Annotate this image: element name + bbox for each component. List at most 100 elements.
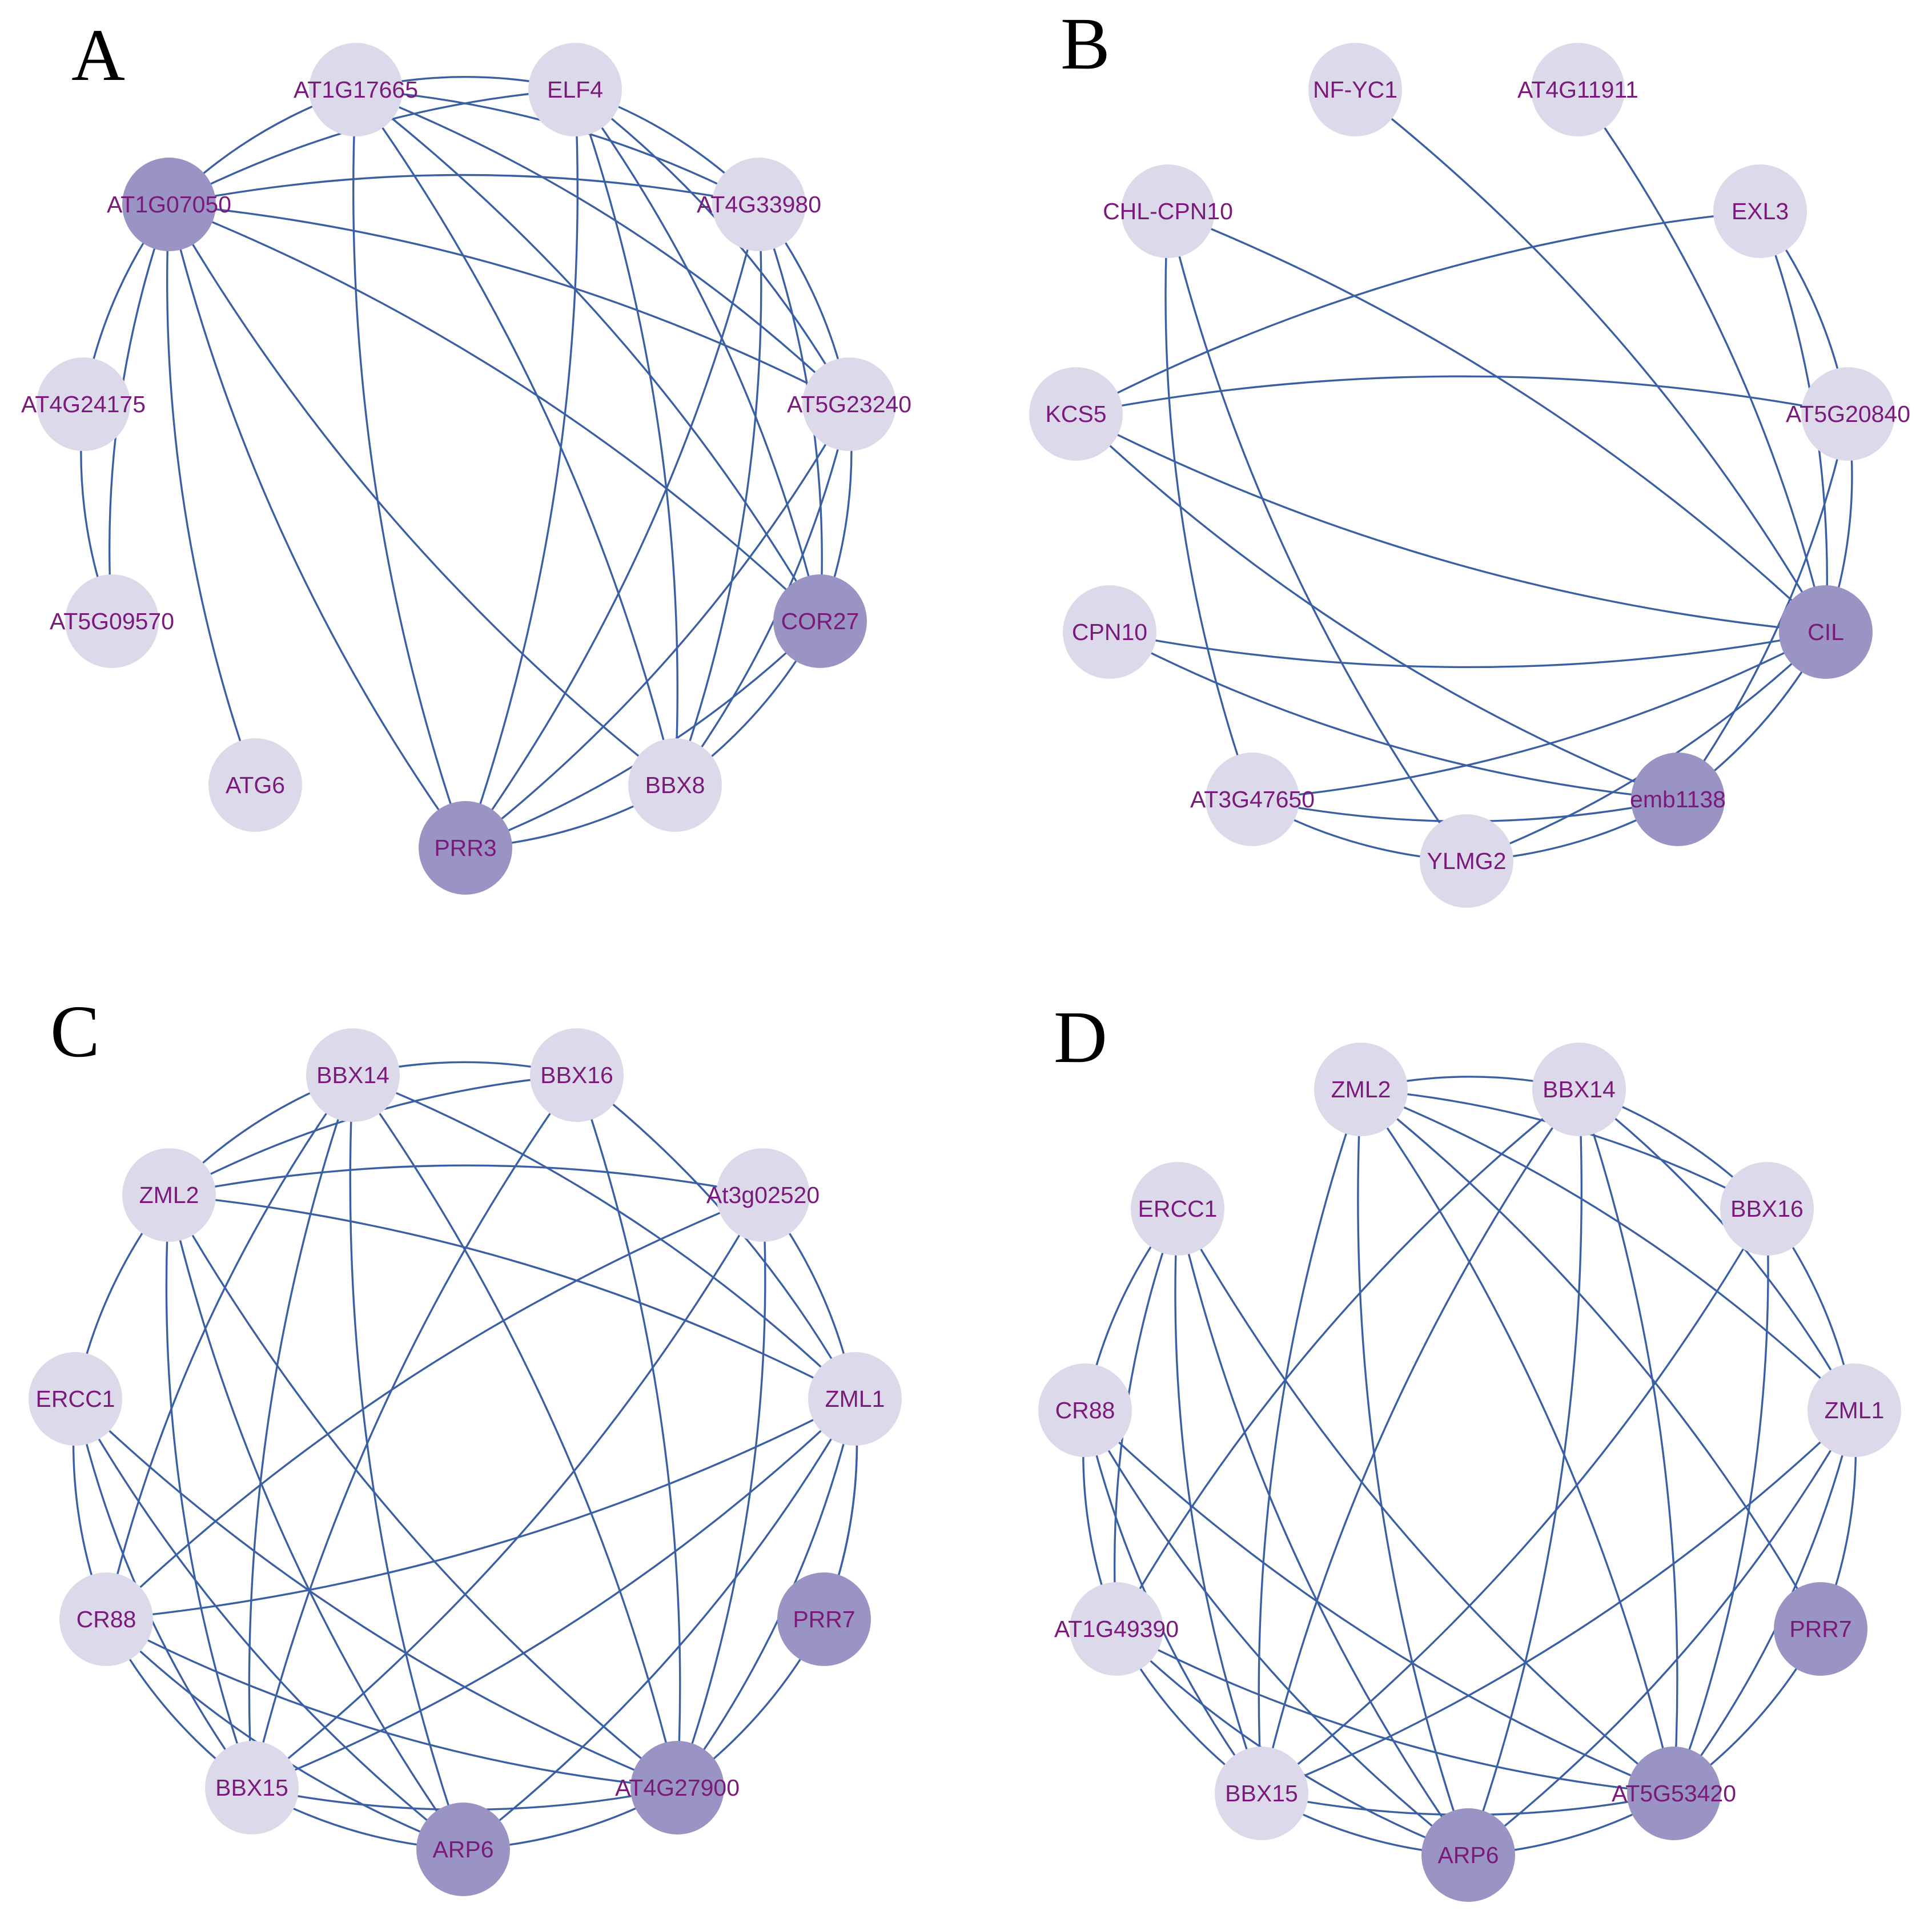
panel-letter-a: A — [71, 14, 125, 96]
node-ercc1: ERCC1 — [1131, 1162, 1224, 1256]
node-label: ZML1 — [825, 1386, 885, 1412]
node-label: ZML2 — [1331, 1076, 1391, 1103]
edge-bbx14-arp6 — [1467, 1089, 1583, 1856]
node-ercc1: ERCC1 — [29, 1352, 122, 1446]
node-circle — [1631, 753, 1725, 846]
edge-at4g27900-zml2 — [168, 1194, 678, 1789]
edge-zml1-arp6 — [1467, 1410, 1855, 1856]
node-circle — [1308, 43, 1402, 136]
node-circle — [122, 158, 216, 251]
edge-bbx14-cr88 — [105, 1075, 354, 1620]
node-cr88: CR88 — [1038, 1363, 1132, 1457]
edge-bbx16-bbx15 — [251, 1075, 578, 1788]
node-circle — [122, 1148, 216, 1242]
edge-zml2-zml1 — [1360, 1088, 1855, 1411]
node-label: ZML2 — [139, 1182, 199, 1208]
edge-zml1-bbx15 — [251, 1398, 856, 1789]
node-circle — [1314, 1043, 1408, 1136]
node-zml2: ZML2 — [1314, 1043, 1408, 1136]
node-at5g09570: AT5G09570 — [50, 574, 174, 668]
node-circle — [1801, 367, 1895, 461]
edge-exl3-kcs5 — [1075, 210, 1761, 415]
node-circle — [306, 1028, 400, 1122]
node-label: ARP6 — [1437, 1842, 1499, 1868]
edge-bbx16-zml1 — [576, 1074, 856, 1399]
node-circle — [1532, 1043, 1626, 1136]
edge-at1g07050-at5g23240 — [168, 203, 850, 405]
edge-at1g07050-atg6 — [166, 204, 256, 786]
edge-at4g33980-prr3 — [464, 204, 760, 848]
edge-at3g02520-cr88 — [105, 1194, 764, 1620]
node-cr88: CR88 — [59, 1572, 153, 1666]
edge-zml2-bbx15 — [1258, 1089, 1362, 1794]
edge-at1g07050-bbx8 — [168, 204, 676, 786]
node-label: ATG6 — [226, 772, 285, 798]
node-label: AT5G20840 — [1786, 401, 1910, 427]
node-label: CPN10 — [1072, 619, 1147, 645]
node-circle — [1029, 367, 1123, 461]
edge-at4g11911-cil — [1577, 89, 1827, 633]
node-label: AT3G47650 — [1190, 786, 1315, 812]
node-circle — [712, 158, 806, 251]
node-circle — [1421, 1808, 1515, 1902]
edge-at4g27900-ercc1 — [74, 1398, 678, 1789]
edge-at3g02520-zml2 — [168, 1164, 764, 1196]
node-prr7: PRR7 — [777, 1572, 871, 1666]
edge-arp6-ercc1 — [74, 1398, 464, 1850]
edge-elf4-at5g23240 — [574, 88, 850, 405]
edge-nf-yc1-cil — [1354, 88, 1827, 633]
edge-at1g17665-prr3 — [352, 89, 467, 848]
edge-zml1-zml2 — [168, 1194, 855, 1400]
node-label: CR88 — [1055, 1397, 1115, 1423]
edge-bbx16-bbx15 — [1260, 1208, 1768, 1795]
node-label: NF-YC1 — [1313, 77, 1397, 103]
node-circle — [1627, 1747, 1721, 1840]
edge-bbx14-at1g49390 — [1115, 1088, 1580, 1630]
edge-elf4-cor27 — [574, 89, 821, 622]
edge-bbx14-at4g27900 — [352, 1075, 678, 1788]
node-elf4: ELF4 — [528, 43, 622, 136]
node-label: PRR7 — [793, 1606, 855, 1632]
node-circle — [59, 1572, 153, 1666]
node-at1g17665: AT1G17665 — [294, 43, 418, 136]
edge-bbx16-at5g53420 — [1673, 1208, 1769, 1794]
node-circle — [808, 1352, 902, 1446]
node-at5g53420: AT5G53420 — [1612, 1747, 1736, 1840]
edge-zml2-at5g53420 — [1360, 1089, 1675, 1794]
node-at3g47650: AT3G47650 — [1190, 753, 1315, 846]
node-label: AT4G11911 — [1517, 77, 1638, 103]
node-label: YLMG2 — [1427, 848, 1507, 874]
panel-letter-d: D — [1054, 996, 1107, 1079]
edge-chl-cpn10-ylmg2 — [1167, 211, 1468, 862]
node-cor27: COR27 — [773, 574, 867, 668]
node-bbx8: BBX8 — [628, 738, 722, 832]
node-label: BBX8 — [645, 772, 705, 798]
node-circle — [1774, 1582, 1867, 1676]
edge-chl-cpn10-at3g47650 — [1164, 211, 1254, 800]
edge-zml1-bbx15 — [1261, 1409, 1855, 1795]
node-circle — [65, 574, 159, 668]
node-label: COR27 — [781, 608, 859, 634]
node-at1g07050: AT1G07050 — [107, 158, 231, 251]
node-at3g02520: At3g02520 — [706, 1148, 820, 1242]
node-circle — [309, 43, 403, 136]
node-circle — [628, 738, 722, 832]
node-circle — [1779, 585, 1873, 679]
node-label: CR88 — [77, 1606, 136, 1632]
edge-at1g17665-cor27 — [355, 88, 821, 622]
edge-zml2-arp6 — [1357, 1089, 1469, 1856]
node-label: BBX16 — [1730, 1196, 1804, 1222]
edge-bbx14-bbx15 — [1260, 1089, 1580, 1794]
node-circle — [1038, 1363, 1132, 1457]
node-label: BBX14 — [1543, 1076, 1616, 1103]
node-prr3: PRR3 — [419, 801, 512, 895]
edge-cil-cpn10 — [1109, 631, 1826, 669]
edge-cil-chl-cpn10 — [1167, 210, 1827, 633]
node-label: AT5G53420 — [1612, 1780, 1736, 1807]
node-label: BBX15 — [215, 1775, 288, 1801]
